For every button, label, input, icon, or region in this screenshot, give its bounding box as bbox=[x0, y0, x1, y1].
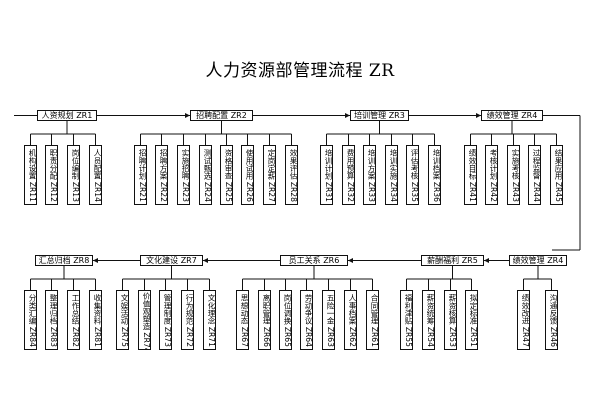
task-box: 行为规范 ZR72 bbox=[181, 290, 194, 350]
stage-box: 绩效管理 ZR4 bbox=[509, 255, 567, 266]
task-box: 薪资核算 ZR53 bbox=[444, 290, 457, 350]
task-box: 离职管理 ZR66 bbox=[258, 290, 271, 350]
flow-arrow bbox=[348, 258, 353, 263]
task-box: 人员配置 ZR14 bbox=[89, 145, 102, 205]
stage-box: 人资规划 ZR1 bbox=[37, 110, 97, 121]
task-box: 工作总结 ZR82 bbox=[67, 290, 80, 350]
task-box: 岗位编制 ZR13 bbox=[67, 145, 80, 205]
task-box: 人事档案 ZR62 bbox=[344, 290, 357, 350]
task-box: 实施考核 ZR43 bbox=[507, 145, 520, 205]
task-box: 沟通反馈 ZR46 bbox=[545, 290, 558, 350]
task-box: 实施招聘 ZR23 bbox=[177, 145, 190, 205]
stage-box: 招聘配置 ZR2 bbox=[190, 110, 253, 121]
task-box: 文化理念 ZR71 bbox=[203, 290, 216, 350]
task-box: 薪资统筹 ZR54 bbox=[422, 290, 435, 350]
task-box: 培训计划 ZR31 bbox=[320, 145, 333, 205]
flow-arrow bbox=[93, 258, 98, 263]
task-box: 评估考核 ZR35 bbox=[406, 145, 419, 205]
task-box: 定岗定薪 ZR27 bbox=[263, 145, 276, 205]
task-box: 五险一金 ZR63 bbox=[322, 290, 335, 350]
task-box: 思想动态 ZR67 bbox=[236, 290, 249, 350]
flow-arrow bbox=[185, 113, 190, 118]
task-box: 培训档案 ZR36 bbox=[428, 145, 441, 205]
stage-box: 薪酬福利 ZR5 bbox=[421, 255, 484, 266]
task-box: 收集资料 ZR81 bbox=[89, 290, 102, 350]
stage-box: 员工关系 ZR6 bbox=[280, 255, 348, 266]
task-box: 劳动争议 ZR64 bbox=[300, 290, 313, 350]
task-box: 价值观塑造 ZR74 bbox=[138, 290, 151, 350]
task-box: 费用预算 ZR32 bbox=[342, 145, 355, 205]
task-box: 考核计划 ZR42 bbox=[485, 145, 498, 205]
chart-title: 人力资源部管理流程 ZR bbox=[205, 61, 395, 81]
task-box: 培训实施 ZR34 bbox=[385, 145, 398, 205]
stage-box: 汇总归档 ZR8 bbox=[35, 255, 93, 266]
task-box: 合同管理 ZR61 bbox=[366, 290, 379, 350]
task-box: 机构设置 ZR11 bbox=[24, 145, 37, 205]
task-box: 福利津贴 ZR55 bbox=[400, 290, 413, 350]
task-box: 岗位调换 ZR65 bbox=[279, 290, 292, 350]
task-box: 拟定标准 ZR51 bbox=[465, 290, 478, 350]
task-box: 绩效目标 ZR41 bbox=[464, 145, 477, 205]
flow-arrow bbox=[484, 258, 489, 263]
task-box: 效果评估 ZR28 bbox=[285, 145, 298, 205]
task-box: 绩效改进 ZR47 bbox=[517, 290, 530, 350]
task-box: 过程监督 ZR44 bbox=[528, 145, 541, 205]
flow-arrow bbox=[345, 113, 350, 118]
stage-box: 绩效管理 ZR4 bbox=[481, 110, 543, 121]
task-box: 整理归档 ZR83 bbox=[45, 290, 58, 350]
flow-arrow bbox=[476, 113, 481, 118]
task-box: 招聘方案 ZR22 bbox=[155, 145, 168, 205]
task-box: 招聘计划 ZR21 bbox=[134, 145, 147, 205]
stage-box: 文化建设 ZR7 bbox=[140, 255, 203, 266]
task-box: 结果应用 ZR45 bbox=[550, 145, 563, 205]
stage-box: 培训管理 ZR3 bbox=[350, 110, 409, 121]
task-box: 测试甄选 ZR24 bbox=[199, 145, 212, 205]
task-box: 分类汇编 ZR84 bbox=[24, 290, 37, 350]
task-box: 培训方案 ZR33 bbox=[363, 145, 376, 205]
task-box: 职责分配 ZR12 bbox=[45, 145, 58, 205]
flow-arrow bbox=[203, 258, 208, 263]
task-box: 文娱活动 ZR75 bbox=[116, 290, 129, 350]
task-box: 管理制度 ZR73 bbox=[159, 290, 172, 350]
task-box: 使用试用 ZR26 bbox=[241, 145, 254, 205]
task-box: 资格审查 ZR25 bbox=[220, 145, 233, 205]
